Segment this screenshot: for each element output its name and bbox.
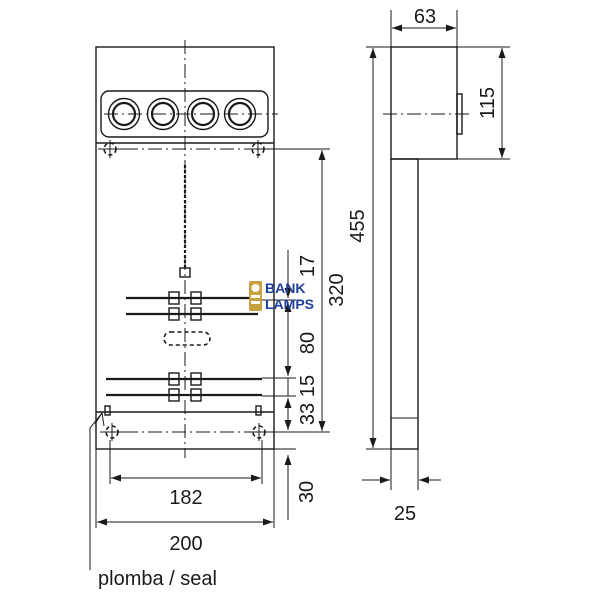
seal-leader-arrowhead (94, 411, 105, 427)
seal-leader-line (89, 412, 103, 570)
seal-screw-right (255, 405, 262, 416)
seal-label: plomba / seal (98, 568, 217, 590)
mounting-hole-bottom-right (247, 423, 271, 441)
dim-320-label: 320 (326, 273, 348, 306)
side-lower-body (390, 158, 419, 450)
watermark-logo: BANK LAMPS (249, 280, 314, 312)
dim-17-label: 17 (297, 255, 319, 277)
dim-80-label: 80 (297, 332, 319, 354)
dim-200-label: 200 (169, 533, 202, 555)
dim-30-label: 30 (296, 481, 318, 503)
wire-terminal (179, 267, 191, 278)
mounting-hole-top-left (98, 140, 124, 158)
seal-point-outline (163, 331, 211, 346)
side-view: 63 115 455 25 (347, 6, 510, 525)
dim-63-label: 63 (414, 6, 436, 28)
side-top-box (390, 46, 458, 160)
front-dimensions: 182 200 plomba / seal 320 17 80 15 33 3 (95, 148, 348, 590)
front-view (89, 40, 278, 570)
mounting-hole-bottom-left (100, 423, 124, 441)
lamp-logo-icon (249, 281, 262, 311)
watermark-line1: BANK (265, 280, 305, 296)
upper-terminal-rails (126, 291, 258, 321)
watermark-line2: LAMPS (265, 296, 314, 312)
dim-15-label: 15 (297, 375, 319, 397)
lower-terminal-rails (106, 372, 262, 402)
dim-25-label: 25 (394, 503, 416, 525)
dim-455-label: 455 (347, 209, 369, 242)
seal-screw-left (104, 405, 111, 416)
mounting-hole-top-right (246, 140, 270, 158)
dim-182-label: 182 (169, 487, 202, 509)
dim-33-label: 33 (297, 403, 319, 425)
dim-115-label: 115 (477, 87, 499, 119)
